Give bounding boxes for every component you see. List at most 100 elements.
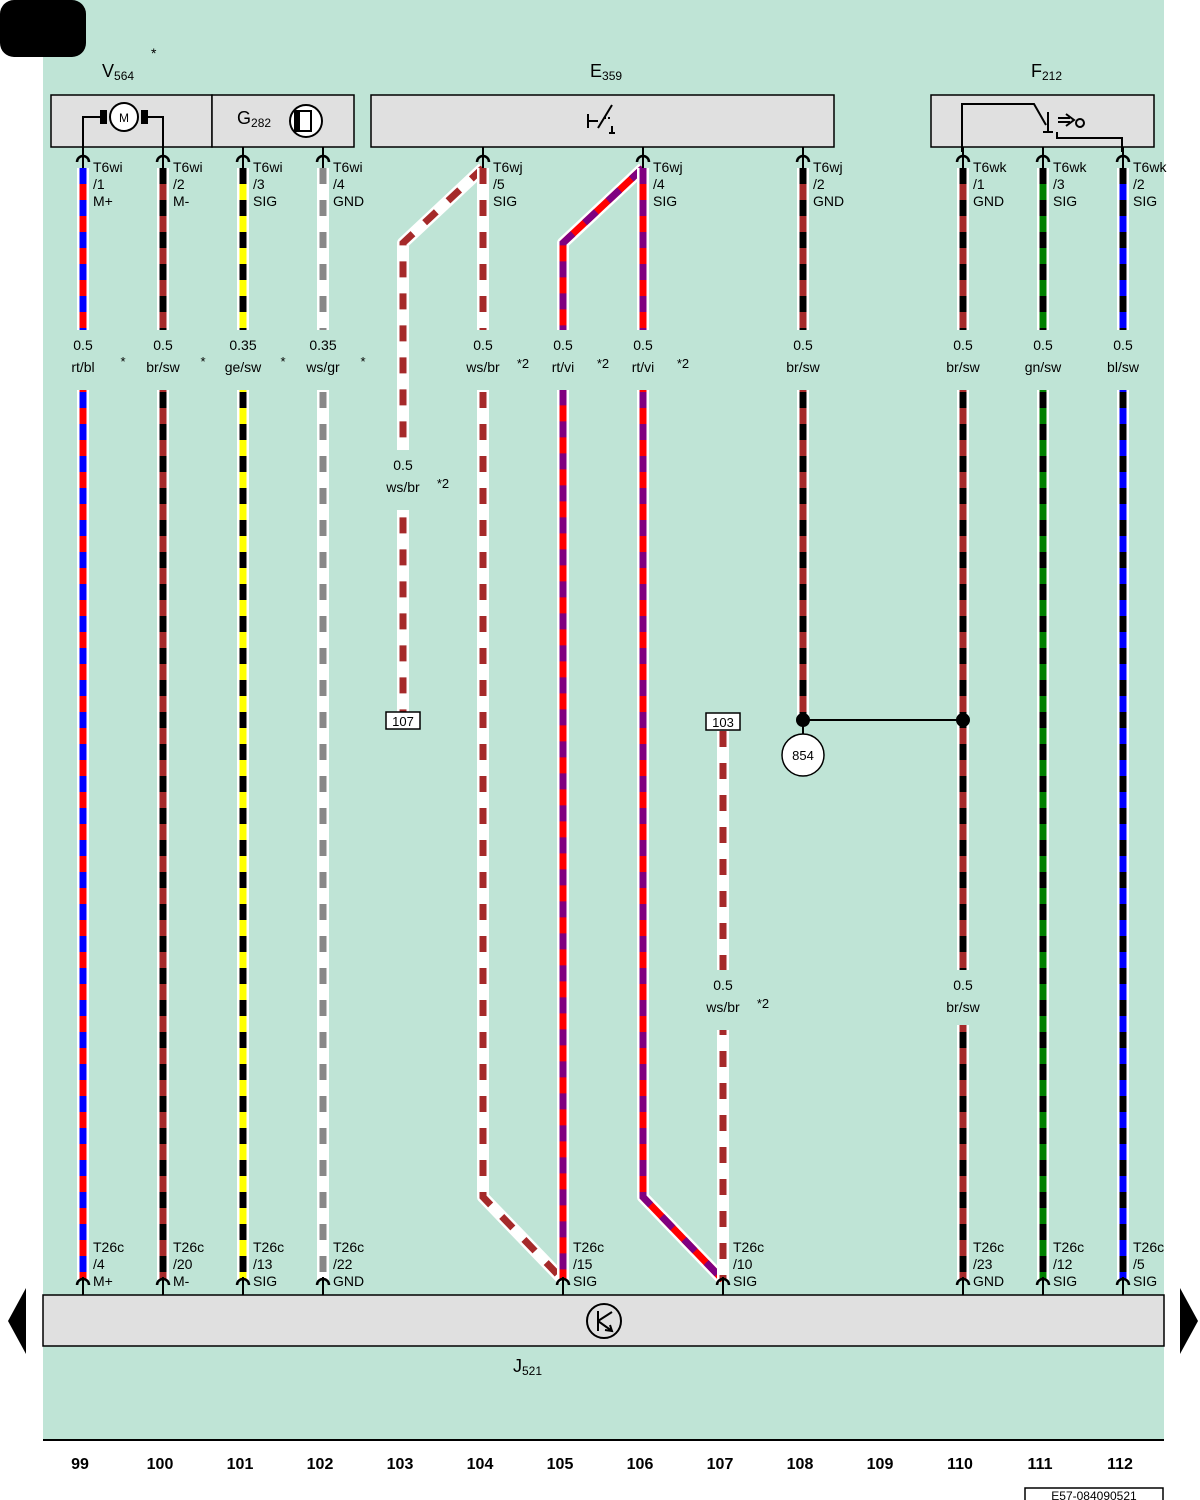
- top-pin-label-106-line-2: SIG: [653, 193, 677, 209]
- title-f212: F212: [1031, 61, 1062, 83]
- wire-spec-106-gap: [621, 330, 665, 390]
- previous-page-arrow[interactable]: [8, 1288, 26, 1354]
- top-pin-label-104-line-1: /5: [493, 176, 505, 192]
- f212-box: [930, 94, 1155, 148]
- wire-spec-110b-color: br/sw: [946, 999, 980, 1015]
- motor-symbol-label: M: [119, 111, 129, 125]
- column-number-99: 99: [71, 1456, 89, 1473]
- top-pin-label-108-line-2: GND: [813, 193, 844, 209]
- wire-spec-111-gap: [1021, 330, 1065, 390]
- bottom-pin-label-99-line-1: /4: [93, 1256, 105, 1272]
- wire-spec-111-color: gn/sw: [1025, 359, 1062, 375]
- svg-text:G282: G282: [237, 108, 271, 130]
- wire-spec-103-gauge: 0.5: [393, 457, 413, 473]
- wire-spec-102-gap: [301, 330, 345, 390]
- wire-spec-108-gauge: 0.5: [793, 337, 813, 353]
- footnote-103: *2: [437, 476, 449, 491]
- wire-spec-110-gauge: 0.5: [953, 337, 973, 353]
- wire-spec-107-gap: [701, 970, 745, 1030]
- g282-box: [211, 94, 355, 148]
- top-pin-label-112-line-2: SIG: [1133, 193, 1157, 209]
- top-pin-label-101-line-0: T6wi: [253, 159, 283, 175]
- wire-104-stripe: [479, 168, 566, 1283]
- bottom-pin-label-100-line-1: /20: [173, 1256, 193, 1272]
- wire-spec-101-gap: [221, 330, 265, 390]
- wire-spec-103-color: ws/br: [385, 479, 420, 495]
- wire-103-stripe: [399, 165, 486, 712]
- bottom-pin-label-112-line-0: T26c: [1133, 1239, 1164, 1255]
- ref-label-107: 103: [712, 715, 734, 730]
- wire-spec-100-gap: [141, 330, 185, 390]
- wire-spec-107-color: ws/br: [705, 999, 740, 1015]
- bottom-pin-label-102-line-0: T26c: [333, 1239, 364, 1255]
- top-pin-label-100-line-1: /2: [173, 176, 185, 192]
- bottom-pin-label-102-line-2: GND: [333, 1273, 364, 1289]
- column-number-108: 108: [787, 1456, 814, 1473]
- bottom-pin-label-100-line-2: M-: [173, 1273, 190, 1289]
- wire-spec-100-gauge: 0.5: [153, 337, 173, 353]
- bottom-pin-label-111-line-2: SIG: [1053, 1273, 1077, 1289]
- top-pin-label-110-line-0: T6wk: [973, 159, 1007, 175]
- top-pin-label-100-line-0: T6wi: [173, 159, 203, 175]
- bottom-pin-label-105-line-1: /15: [573, 1256, 593, 1272]
- top-pin-label-110-line-1: /1: [973, 176, 985, 192]
- top-pin-label-108-line-0: T6wj: [813, 159, 843, 175]
- bottom-pin-label-107-line-1: /10: [733, 1256, 753, 1272]
- ref-box-107: [705, 712, 741, 731]
- wire-spec-100-color: br/sw: [146, 359, 180, 375]
- contact-switch-icon: [961, 103, 1123, 152]
- wire-spec-112-color: bl/sw: [1107, 359, 1140, 375]
- wire-spec-110b-gap: [941, 970, 985, 1025]
- wire-spec-108-gap: [781, 330, 825, 390]
- bottom-pin-label-99-line-2: M+: [93, 1273, 113, 1289]
- wire-spec-106-color: rt/vi: [632, 359, 655, 375]
- wire-spec-99-gap: [61, 330, 105, 390]
- bottom-pin-label-99-line-0: T26c: [93, 1239, 124, 1255]
- junction-dot-108: [796, 713, 810, 727]
- top-pin-label-108-line-1: /2: [813, 176, 825, 192]
- column-number-107: 107: [707, 1456, 734, 1473]
- wire-spec-104-gauge: 0.5: [473, 337, 493, 353]
- footnote-102: *: [360, 354, 365, 369]
- top-pin-label-112-line-0: T6wk: [1133, 159, 1167, 175]
- top-pin-label-106-line-0: T6wj: [653, 159, 683, 175]
- wire-spec-105-gap: [541, 330, 585, 390]
- wire-spec-110b-gauge: 0.5: [953, 977, 973, 993]
- top-pin-label-111-line-1: /3: [1053, 176, 1065, 192]
- wire-spec-110-color: br/sw: [946, 359, 980, 375]
- wire-spec-99-color: rt/bl: [71, 359, 94, 375]
- top-pin-label-111-line-2: SIG: [1053, 193, 1077, 209]
- column-number-102: 102: [307, 1456, 334, 1473]
- title-g282: G282: [237, 108, 271, 130]
- footnote-106: *2: [677, 356, 689, 371]
- wire-spec-110-gap: [941, 330, 985, 390]
- column-number-103: 103: [387, 1456, 414, 1473]
- bottom-pin-label-105-line-2: SIG: [573, 1273, 597, 1289]
- top-pin-label-101-line-2: SIG: [253, 193, 277, 209]
- column-number-105: 105: [547, 1456, 574, 1473]
- next-page-arrow[interactable]: [1180, 1288, 1198, 1354]
- column-number-100: 100: [147, 1456, 174, 1473]
- footnote-99: *: [120, 354, 125, 369]
- wire-spec-104-color: ws/br: [465, 359, 500, 375]
- wire-spec-108-color: br/sw: [786, 359, 820, 375]
- bottom-pin-label-110-line-2: GND: [973, 1273, 1004, 1289]
- bottom-pin-label-101-line-1: /13: [253, 1256, 273, 1272]
- column-number-111: 111: [1028, 1456, 1053, 1473]
- bottom-pin-label-101-line-2: SIG: [253, 1273, 277, 1289]
- diagram-background: [43, 0, 1164, 1440]
- drawing-id: E57-084090521: [1051, 1489, 1137, 1500]
- footnote-104: *2: [517, 356, 529, 371]
- wire-spec-105-color: rt/vi: [552, 359, 575, 375]
- top-pin-label-112-line-1: /2: [1133, 176, 1145, 192]
- wire-spec-112-gauge: 0.5: [1113, 337, 1133, 353]
- bottom-pin-label-107-line-2: SIG: [733, 1273, 757, 1289]
- top-pin-label-99-line-0: T6wi: [93, 159, 123, 175]
- footnote-107: *2: [757, 996, 769, 1011]
- ground-point-circle: [781, 733, 825, 777]
- wire-spec-106-gauge: 0.5: [633, 337, 653, 353]
- top-pin-label-110-line-2: GND: [973, 193, 1004, 209]
- bottom-pin-label-100-line-0: T26c: [173, 1239, 204, 1255]
